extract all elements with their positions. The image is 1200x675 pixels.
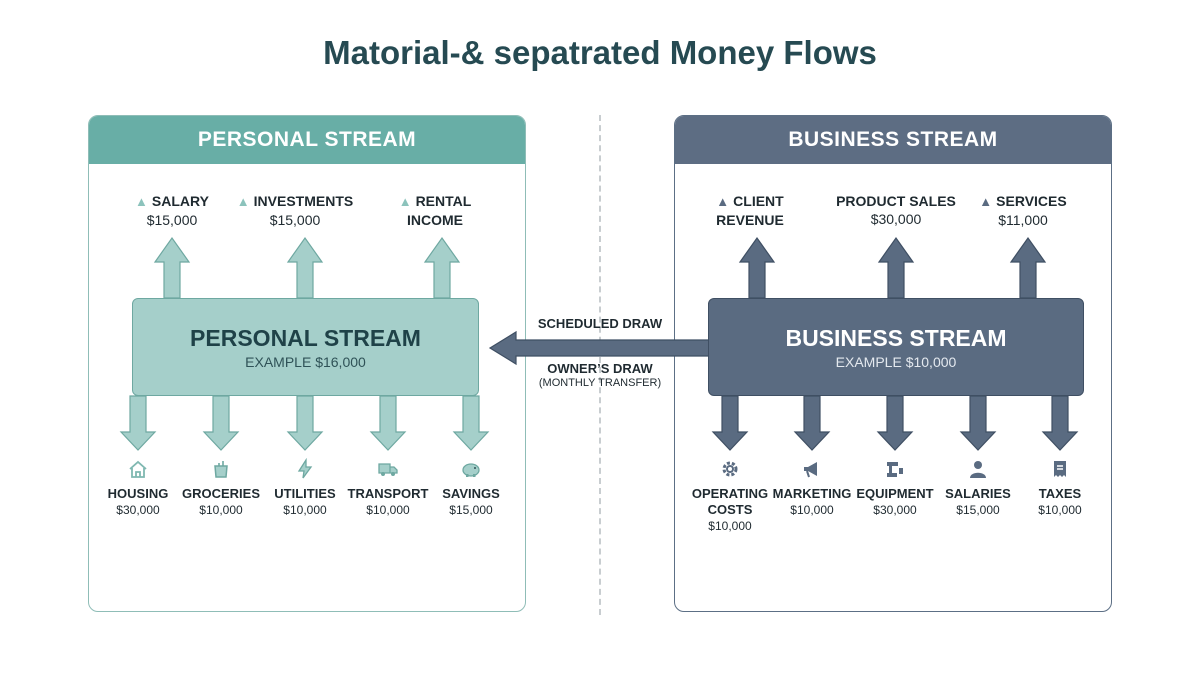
business-inflow-services: ▲SERVICES $11,000: [979, 193, 1067, 228]
personal-outflow-transport: TRANSPORT $10,000: [338, 458, 438, 518]
personal-outflow-utilities: UTILITIES $10,000: [255, 458, 355, 518]
monthly-transfer-label: (MONTHLY TRANSFER): [538, 377, 662, 389]
business-inflow-product-sales: PRODUCT SALES $30,000: [836, 193, 956, 227]
business-outflow-marketing: MARKETING $10,000: [762, 458, 862, 518]
personal-panel-header: PERSONAL STREAM: [89, 116, 525, 164]
business-inflow-arrow-client: [738, 236, 776, 299]
up-arrow-icon: ▲: [398, 194, 412, 209]
receipt-icon: [1054, 461, 1066, 477]
business-inflow-arrow-services: [1009, 236, 1047, 299]
business-outflow-arrow-salaries: [959, 395, 997, 451]
truck-icon: [378, 463, 398, 476]
personal-inflow-investments: ▲INVESTMENTS $15,000: [236, 193, 354, 228]
personal-inflow-salary: ▲SALARY $15,000: [135, 193, 209, 228]
lightning-icon: [297, 458, 313, 479]
personal-outflow-arrow-housing: [119, 395, 157, 451]
personal-outflow-savings: SAVINGS $15,000: [421, 458, 521, 518]
personal-outflow-arrow-savings: [452, 395, 490, 451]
personal-inflow-rental: ▲RENTAL INCOME: [398, 193, 472, 228]
personal-outflow-housing: HOUSING $30,000: [88, 458, 188, 518]
personal-stream-hub: PERSONAL STREAM EXAMPLE $16,000: [132, 298, 479, 396]
personal-outflow-arrow-groceries: [202, 395, 240, 451]
up-arrow-icon: ▲: [716, 194, 730, 209]
person-icon: [970, 461, 986, 478]
business-outflow-taxes: TAXES $10,000: [1010, 458, 1110, 518]
business-outflow-arrow-equipment: [876, 395, 914, 451]
business-outflow-arrow-marketing: [793, 395, 831, 451]
up-arrow-icon: ▲: [979, 194, 993, 209]
personal-inflow-arrow-rental: [423, 236, 461, 299]
personal-outflow-groceries: GROCERIES $10,000: [171, 458, 271, 518]
center-divider: [599, 115, 601, 615]
piggy-bank-icon: [462, 463, 480, 477]
megaphone-icon: [804, 462, 817, 478]
business-inflow-client: ▲CLIENT REVENUE: [716, 193, 784, 228]
gear-icon: [722, 461, 738, 477]
business-outflow-arrow-operating: [711, 395, 749, 451]
personal-outflow-arrow-utilities: [286, 395, 324, 451]
up-arrow-icon: ▲: [135, 194, 148, 209]
personal-hub-example: EXAMPLE $16,000: [245, 354, 366, 370]
business-outflow-salaries: SALARIES $15,000: [928, 458, 1028, 518]
business-outflow-equipment: EQUIPMENT $30,000: [845, 458, 945, 518]
personal-outflow-arrow-transport: [369, 395, 407, 451]
personal-hub-title: PERSONAL STREAM: [190, 325, 421, 351]
house-icon: [129, 460, 147, 478]
equipment-icon: [887, 462, 903, 477]
owners-draw-arrow: [488, 330, 711, 366]
scheduled-draw-label: SCHEDULED DRAW: [537, 316, 663, 331]
business-hub-title: BUSINESS STREAM: [785, 325, 1007, 351]
personal-inflow-arrow-salary: [153, 236, 191, 299]
grocery-bag-icon: [214, 461, 228, 478]
business-panel-header: BUSINESS STREAM: [675, 116, 1111, 164]
personal-inflow-arrow-investments: [286, 236, 324, 299]
business-outflow-operating-costs: OPERATING COSTS $10,000: [680, 458, 780, 534]
business-hub-example: EXAMPLE $10,000: [835, 354, 957, 370]
business-stream-hub: BUSINESS STREAM EXAMPLE $10,000: [708, 298, 1084, 396]
up-arrow-icon: ▲: [236, 194, 250, 209]
page-title: Matorial-& sepatrated Money Flows: [323, 34, 877, 71]
owners-draw-label: OWNER’S DRAW: [547, 361, 653, 376]
business-outflow-arrow-taxes: [1041, 395, 1079, 451]
business-inflow-arrow-product: [877, 236, 915, 299]
